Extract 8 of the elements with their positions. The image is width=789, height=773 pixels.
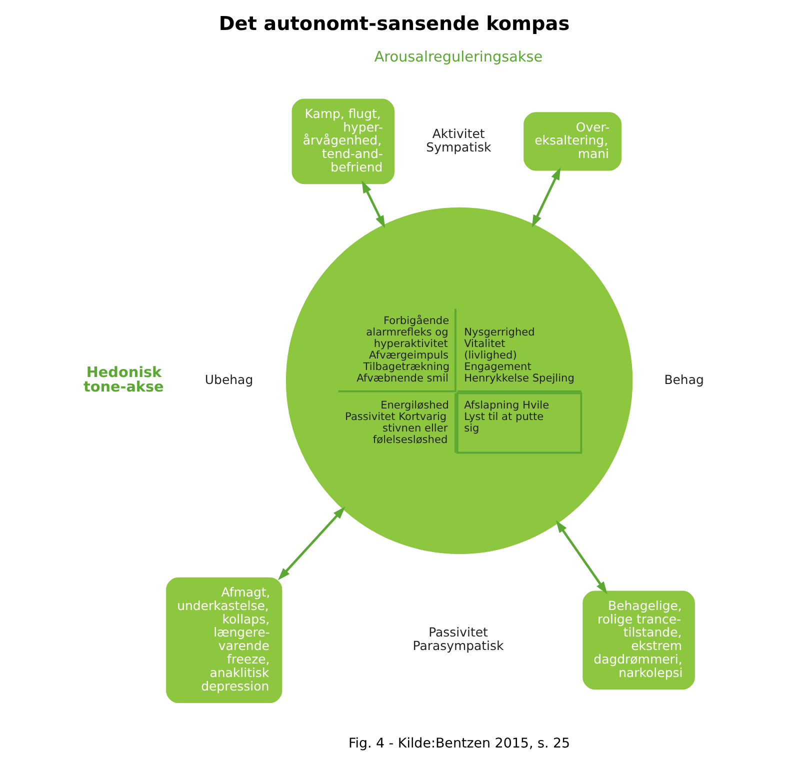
label: Aktivitet Sympatisk [426, 126, 492, 154]
label: Passivitet Parasympatisk [412, 624, 504, 654]
label: Behag [664, 372, 704, 388]
label: Hedonisk tone-akse [84, 364, 164, 396]
caption: Fig. 4 - Kilde:Bentzen 2015, s. 25 [348, 736, 570, 752]
label: Arousalreguleringsakse [374, 49, 543, 66]
diagram-title: Det autonomt-sansende kompas [218, 12, 570, 36]
label: Ubehag [204, 372, 254, 388]
